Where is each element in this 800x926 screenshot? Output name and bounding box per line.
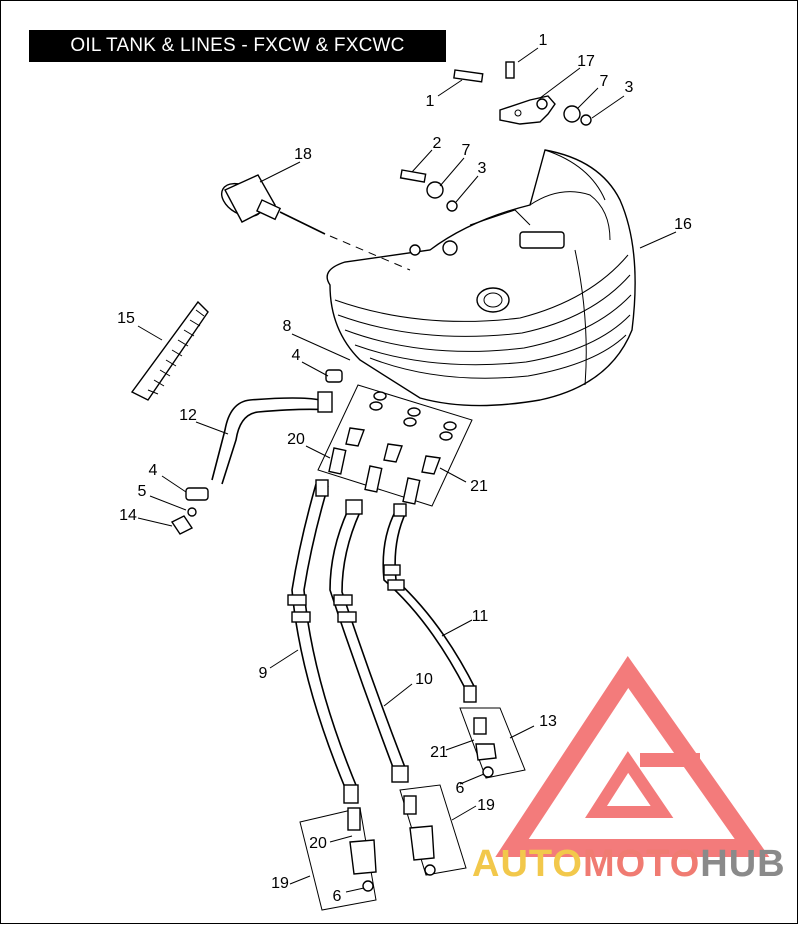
callout-13: 13 (539, 713, 557, 730)
watermark-text: AUTOMOTOHUB (472, 843, 786, 885)
callout-14: 14 (119, 507, 137, 524)
callout-20: 20 (309, 835, 327, 852)
callout-6: 6 (456, 780, 465, 797)
oil-lines (287, 479, 477, 804)
lower-fittings (299, 707, 526, 911)
callout-8: 8 (283, 318, 292, 335)
callout-11: 11 (472, 608, 489, 625)
callout-19: 19 (271, 875, 289, 892)
callout-16: 16 (674, 216, 692, 233)
callout-6: 6 (333, 888, 342, 905)
callout-9: 9 (259, 665, 268, 682)
callout-1: 1 (539, 32, 548, 49)
callout-17: 17 (577, 53, 595, 70)
callout-2: 2 (433, 135, 442, 152)
callout-7: 7 (600, 73, 609, 90)
watermark-auto: AUTO (472, 843, 583, 885)
callout-4: 4 (292, 347, 301, 364)
callout-20: 20 (287, 431, 305, 448)
watermark-moto: MOTO (583, 843, 700, 885)
callout-5: 5 (138, 483, 147, 500)
diagram-title: OIL TANK & LINES - FXCW & FXCWC (29, 30, 446, 62)
callout-15: 15 (117, 310, 135, 327)
oil-tank (326, 149, 636, 407)
callout-19: 19 (477, 797, 495, 814)
callout-3: 3 (625, 79, 634, 96)
callout-4: 4 (149, 462, 158, 479)
dipstick-cap (221, 174, 411, 271)
mounting-bracket (399, 61, 592, 212)
callout-7: 7 (462, 142, 471, 159)
watermark-logo (495, 656, 770, 857)
leader-lines (137, 47, 677, 893)
callout-10: 10 (415, 671, 433, 688)
callout-21: 21 (470, 478, 488, 495)
callout-12: 12 (179, 407, 197, 424)
callout-1: 1 (426, 93, 435, 110)
vent-hose (170, 369, 343, 535)
callout-3: 3 (478, 160, 487, 177)
fitting-group (317, 384, 473, 507)
callout-18: 18 (294, 146, 312, 163)
callout-21: 21 (430, 744, 448, 761)
spiral-hose (130, 300, 209, 401)
watermark-hub: HUB (700, 843, 785, 885)
